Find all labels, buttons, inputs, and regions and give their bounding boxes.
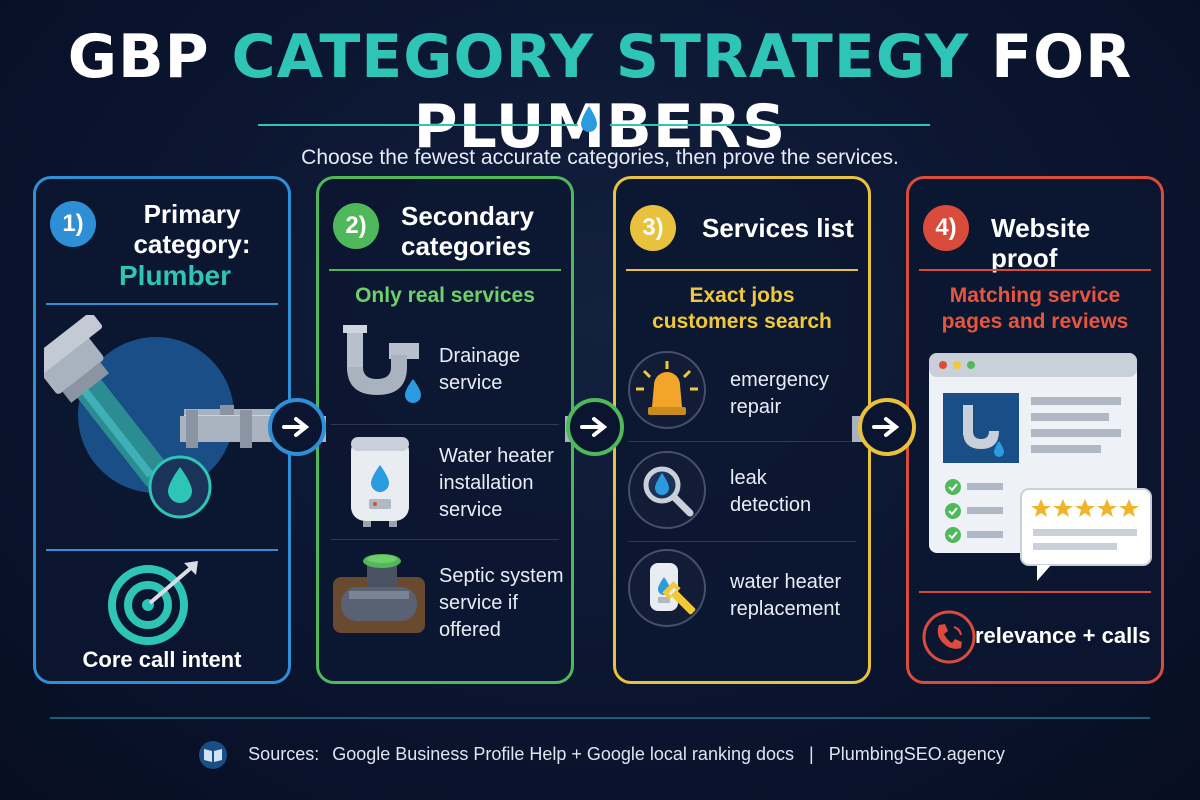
arrow-node-2-3 <box>566 398 624 456</box>
separator <box>628 441 856 442</box>
card-footer-label: Core call intent <box>82 647 242 672</box>
heading-line: Secondary <box>401 201 534 231</box>
label-line: installation <box>439 472 534 494</box>
card-website-proof: 4) Website proof Matching service pages … <box>906 176 1164 684</box>
heading-line: categories <box>401 231 532 261</box>
footer-brand: PlumbingSEO.agency <box>828 743 1005 764</box>
label-line: service <box>439 372 503 394</box>
tagline-line: customers search <box>652 310 832 333</box>
footer-separator: | <box>809 743 814 764</box>
emergency-light-icon <box>636 361 698 415</box>
book-icon <box>199 741 228 769</box>
arrow-right-icon <box>282 417 310 437</box>
title-rule-right <box>610 124 930 126</box>
browser-window-icon <box>929 353 1152 581</box>
water-heater-icon <box>351 437 409 527</box>
title-part2: FOR PLUMBERS <box>413 22 1133 162</box>
label-line: service <box>439 499 503 521</box>
icon-circle <box>628 549 706 627</box>
card-heading: Secondary categories <box>401 201 534 261</box>
heading-accent: Plumber <box>118 260 232 291</box>
tagline-line: Exact jobs <box>689 284 795 307</box>
separator <box>628 541 856 542</box>
card-services-list: 3) Services list Exact jobs customers se… <box>613 176 871 684</box>
card-footer-label: relevance + calls <box>975 623 1151 648</box>
label-line: emergency <box>730 369 829 391</box>
septic-tank-icon <box>333 554 425 633</box>
arrow-node-1-2 <box>268 398 326 456</box>
sources-label: Sources: <box>248 743 320 764</box>
title-part1: GBP <box>67 22 232 92</box>
card-tagline: Matching service pages and reviews <box>909 283 1161 335</box>
heading-line: Primary <box>143 199 241 229</box>
label-line: Drainage <box>439 345 521 367</box>
divider <box>919 591 1151 593</box>
review-stars-icon <box>1020 488 1152 581</box>
water-drop-icon <box>581 106 597 132</box>
tagline-line: Matching service <box>949 284 1121 307</box>
item-label: Water heater installation service <box>439 443 554 524</box>
page-title: GBP CATEGORY STRATEGY FOR PLUMBERS <box>0 22 1200 162</box>
label-line: Water heater <box>439 445 554 467</box>
card-heading: Services list <box>702 213 854 243</box>
divider <box>919 269 1151 271</box>
item-label: water heater replacement <box>730 569 841 623</box>
card-tagline: Only real services <box>355 284 535 307</box>
divider <box>46 303 278 305</box>
arrow-right-icon <box>872 417 900 437</box>
step-badge-2: 2) <box>333 203 379 249</box>
divider <box>626 269 858 271</box>
target-icon <box>108 561 198 645</box>
drain-pipe-icon <box>343 325 421 403</box>
label-line: replacement <box>730 598 841 620</box>
item-label: Septic system service if offered <box>439 563 563 644</box>
icon-circle <box>628 351 706 429</box>
label-line: Septic system <box>439 565 564 587</box>
sources-text: Google Business Profile Help + Google lo… <box>332 743 794 764</box>
card-heading: Website proof <box>991 213 1091 273</box>
icon-circle <box>628 451 706 529</box>
item-label: leak detection <box>730 465 811 519</box>
item-label: Drainage service <box>439 343 520 397</box>
label-line: repair <box>730 396 782 418</box>
water-drop-icon <box>168 467 192 503</box>
label-line: detection <box>730 494 812 516</box>
card-heading: Primary category: <box>36 199 288 259</box>
card-tagline: Exact jobs customers search <box>616 283 868 335</box>
title-accent: CATEGORY STRATEGY <box>231 22 970 92</box>
step-badge-3: 3) <box>630 205 676 251</box>
footer-sources: Sources: Google Business Profile Help + … <box>0 740 1200 770</box>
label-line: leak <box>730 467 767 489</box>
tagline-line: pages and reviews <box>941 310 1129 333</box>
step-badge-4: 4) <box>923 205 969 251</box>
divider <box>329 269 561 271</box>
subtitle: Choose the fewest accurate categories, t… <box>301 146 899 169</box>
divider <box>46 549 278 551</box>
separator <box>331 539 559 540</box>
water-heater-wrench-icon <box>650 563 696 615</box>
card-secondary-categories: 2) Secondary categories Only real servic… <box>316 176 574 684</box>
footer-rule <box>50 717 1150 719</box>
title-rule-left <box>258 124 578 126</box>
label-line: water heater <box>730 571 842 593</box>
arrow-right-icon <box>580 417 608 437</box>
item-label: emergency repair <box>730 367 829 421</box>
separator <box>331 424 559 425</box>
label-line: service if <box>439 592 518 614</box>
label-line: offered <box>439 619 501 641</box>
phone-icon <box>922 610 976 664</box>
arrow-node-3-4 <box>858 398 916 456</box>
heading-line: category: <box>133 229 251 259</box>
step-badge-1: 1) <box>50 201 96 247</box>
magnifier-drop-icon <box>643 466 694 517</box>
